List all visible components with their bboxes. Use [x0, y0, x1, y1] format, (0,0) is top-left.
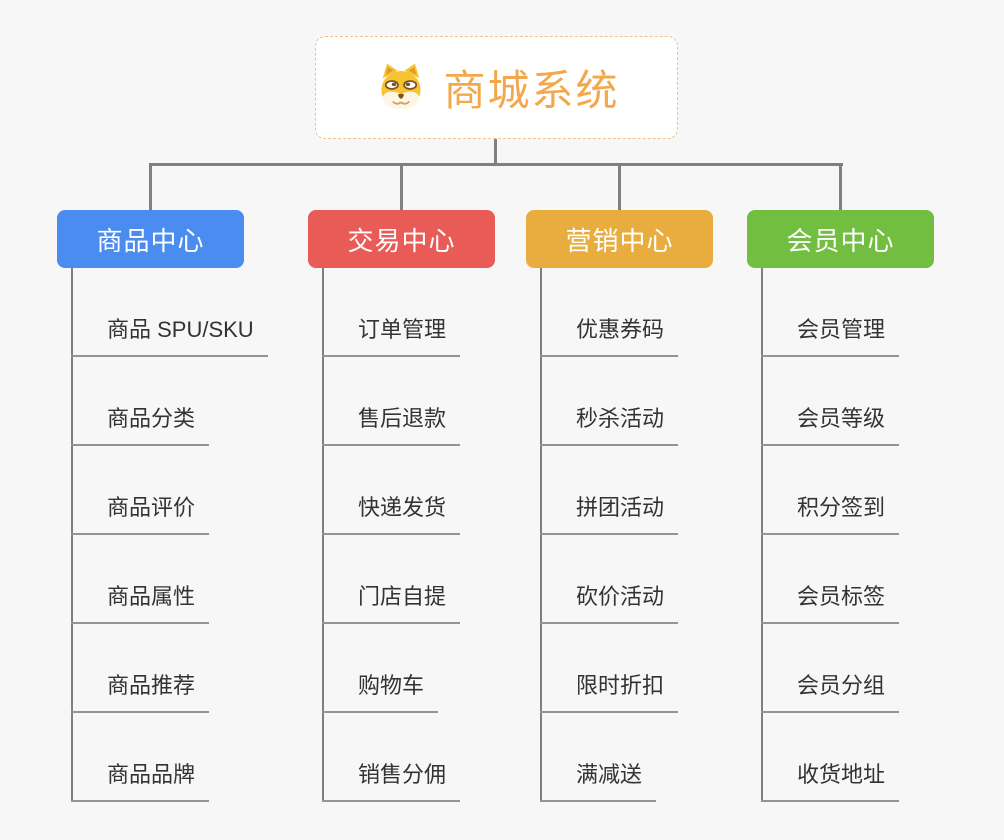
leaf-item[interactable]: 会员标签 — [747, 535, 977, 624]
branch-header-product-center[interactable]: 商品中心 — [57, 210, 244, 268]
leaf-item[interactable]: 优惠券码 — [526, 268, 756, 357]
branch-leaves: 优惠券码 秒杀活动 拼团活动 砍价活动 限时折扣 满减送 — [526, 268, 756, 802]
branch-product-center: 商品中心 商品 SPU/SKU 商品分类 商品评价 商品属性 商品推荐 商品品牌 — [57, 210, 268, 802]
leaf-item[interactable]: 商品分类 — [57, 357, 287, 446]
leaf-item[interactable]: 订单管理 — [308, 268, 538, 357]
root-node-label: 商城系统 — [443, 67, 620, 114]
branch-leaves: 会员管理 会员等级 积分签到 会员标签 会员分组 收货地址 — [747, 268, 977, 802]
branch-header-marketing-center[interactable]: 营销中心 — [526, 210, 713, 268]
shiba-dog-icon — [381, 63, 422, 109]
leaf-label: 收货地址 — [761, 757, 900, 802]
connector-root-drop — [494, 139, 497, 166]
branch-trade-center: 交易中心 订单管理 售后退款 快递发货 门店自提 购物车 销售分佣 — [308, 210, 495, 802]
leaf-item[interactable]: 商品属性 — [57, 535, 287, 624]
branch-leaves: 商品 SPU/SKU 商品分类 商品评价 商品属性 商品推荐 商品品牌 — [57, 268, 287, 802]
branch-header-member-center[interactable]: 会员中心 — [747, 210, 934, 268]
connector-drop-branch-3 — [618, 163, 621, 211]
connector-bus — [149, 163, 843, 166]
branch-marketing-center: 营销中心 优惠券码 秒杀活动 拼团活动 砍价活动 限时折扣 满减送 — [526, 210, 713, 802]
leaf-label: 会员分组 — [761, 668, 900, 713]
branch-spine — [71, 268, 73, 802]
leaf-item[interactable]: 收货地址 — [747, 713, 977, 802]
leaf-item[interactable]: 限时折扣 — [526, 624, 756, 713]
leaf-label: 商品品牌 — [71, 757, 210, 802]
leaf-label: 限时折扣 — [540, 668, 679, 713]
connector-drop-branch-1 — [149, 163, 152, 211]
leaf-item[interactable]: 秒杀活动 — [526, 357, 756, 446]
leaf-label: 商品分类 — [71, 401, 210, 446]
leaf-label: 销售分佣 — [322, 757, 461, 802]
leaf-item[interactable]: 积分签到 — [747, 446, 977, 535]
branch-spine — [761, 268, 763, 802]
leaf-item[interactable]: 拼团活动 — [526, 446, 756, 535]
leaf-label: 商品 SPU/SKU — [71, 312, 268, 357]
leaf-item[interactable]: 销售分佣 — [308, 713, 538, 802]
leaf-label: 购物车 — [322, 668, 439, 713]
leaf-item[interactable]: 商品评价 — [57, 446, 287, 535]
connector-drop-branch-2 — [400, 163, 403, 211]
leaf-label: 砍价活动 — [540, 579, 679, 624]
leaf-item[interactable]: 商品品牌 — [57, 713, 287, 802]
leaf-item[interactable]: 商品推荐 — [57, 624, 287, 713]
leaf-label: 优惠券码 — [540, 312, 679, 357]
leaf-label: 会员管理 — [761, 312, 900, 357]
leaf-label: 秒杀活动 — [540, 401, 679, 446]
leaf-item[interactable]: 会员管理 — [747, 268, 977, 357]
leaf-label: 商品评价 — [71, 490, 210, 535]
root-node[interactable]: 商城系统 — [315, 36, 678, 139]
leaf-item[interactable]: 商品 SPU/SKU — [57, 268, 287, 357]
leaf-label: 门店自提 — [322, 579, 461, 624]
leaf-label: 快递发货 — [322, 490, 461, 535]
leaf-label: 会员标签 — [761, 579, 900, 624]
leaf-item[interactable]: 售后退款 — [308, 357, 538, 446]
leaf-label: 积分签到 — [761, 490, 900, 535]
leaf-label: 商品属性 — [71, 579, 210, 624]
leaf-label: 商品推荐 — [71, 668, 210, 713]
leaf-item[interactable]: 会员分组 — [747, 624, 977, 713]
leaf-label: 满减送 — [540, 757, 657, 802]
branch-spine — [540, 268, 542, 802]
leaf-label: 订单管理 — [322, 312, 461, 357]
leaf-label: 拼团活动 — [540, 490, 679, 535]
leaf-item[interactable]: 快递发货 — [308, 446, 538, 535]
branch-member-center: 会员中心 会员管理 会员等级 积分签到 会员标签 会员分组 收货地址 — [747, 210, 934, 802]
branch-spine — [322, 268, 324, 802]
leaf-label: 售后退款 — [322, 401, 461, 446]
leaf-item[interactable]: 门店自提 — [308, 535, 538, 624]
leaf-label: 会员等级 — [761, 401, 900, 446]
branch-leaves: 订单管理 售后退款 快递发货 门店自提 购物车 销售分佣 — [308, 268, 538, 802]
leaf-item[interactable]: 购物车 — [308, 624, 538, 713]
connector-drop-branch-4 — [839, 163, 842, 211]
leaf-item[interactable]: 会员等级 — [747, 357, 977, 446]
branch-header-trade-center[interactable]: 交易中心 — [308, 210, 495, 268]
leaf-item[interactable]: 满减送 — [526, 713, 756, 802]
leaf-item[interactable]: 砍价活动 — [526, 535, 756, 624]
